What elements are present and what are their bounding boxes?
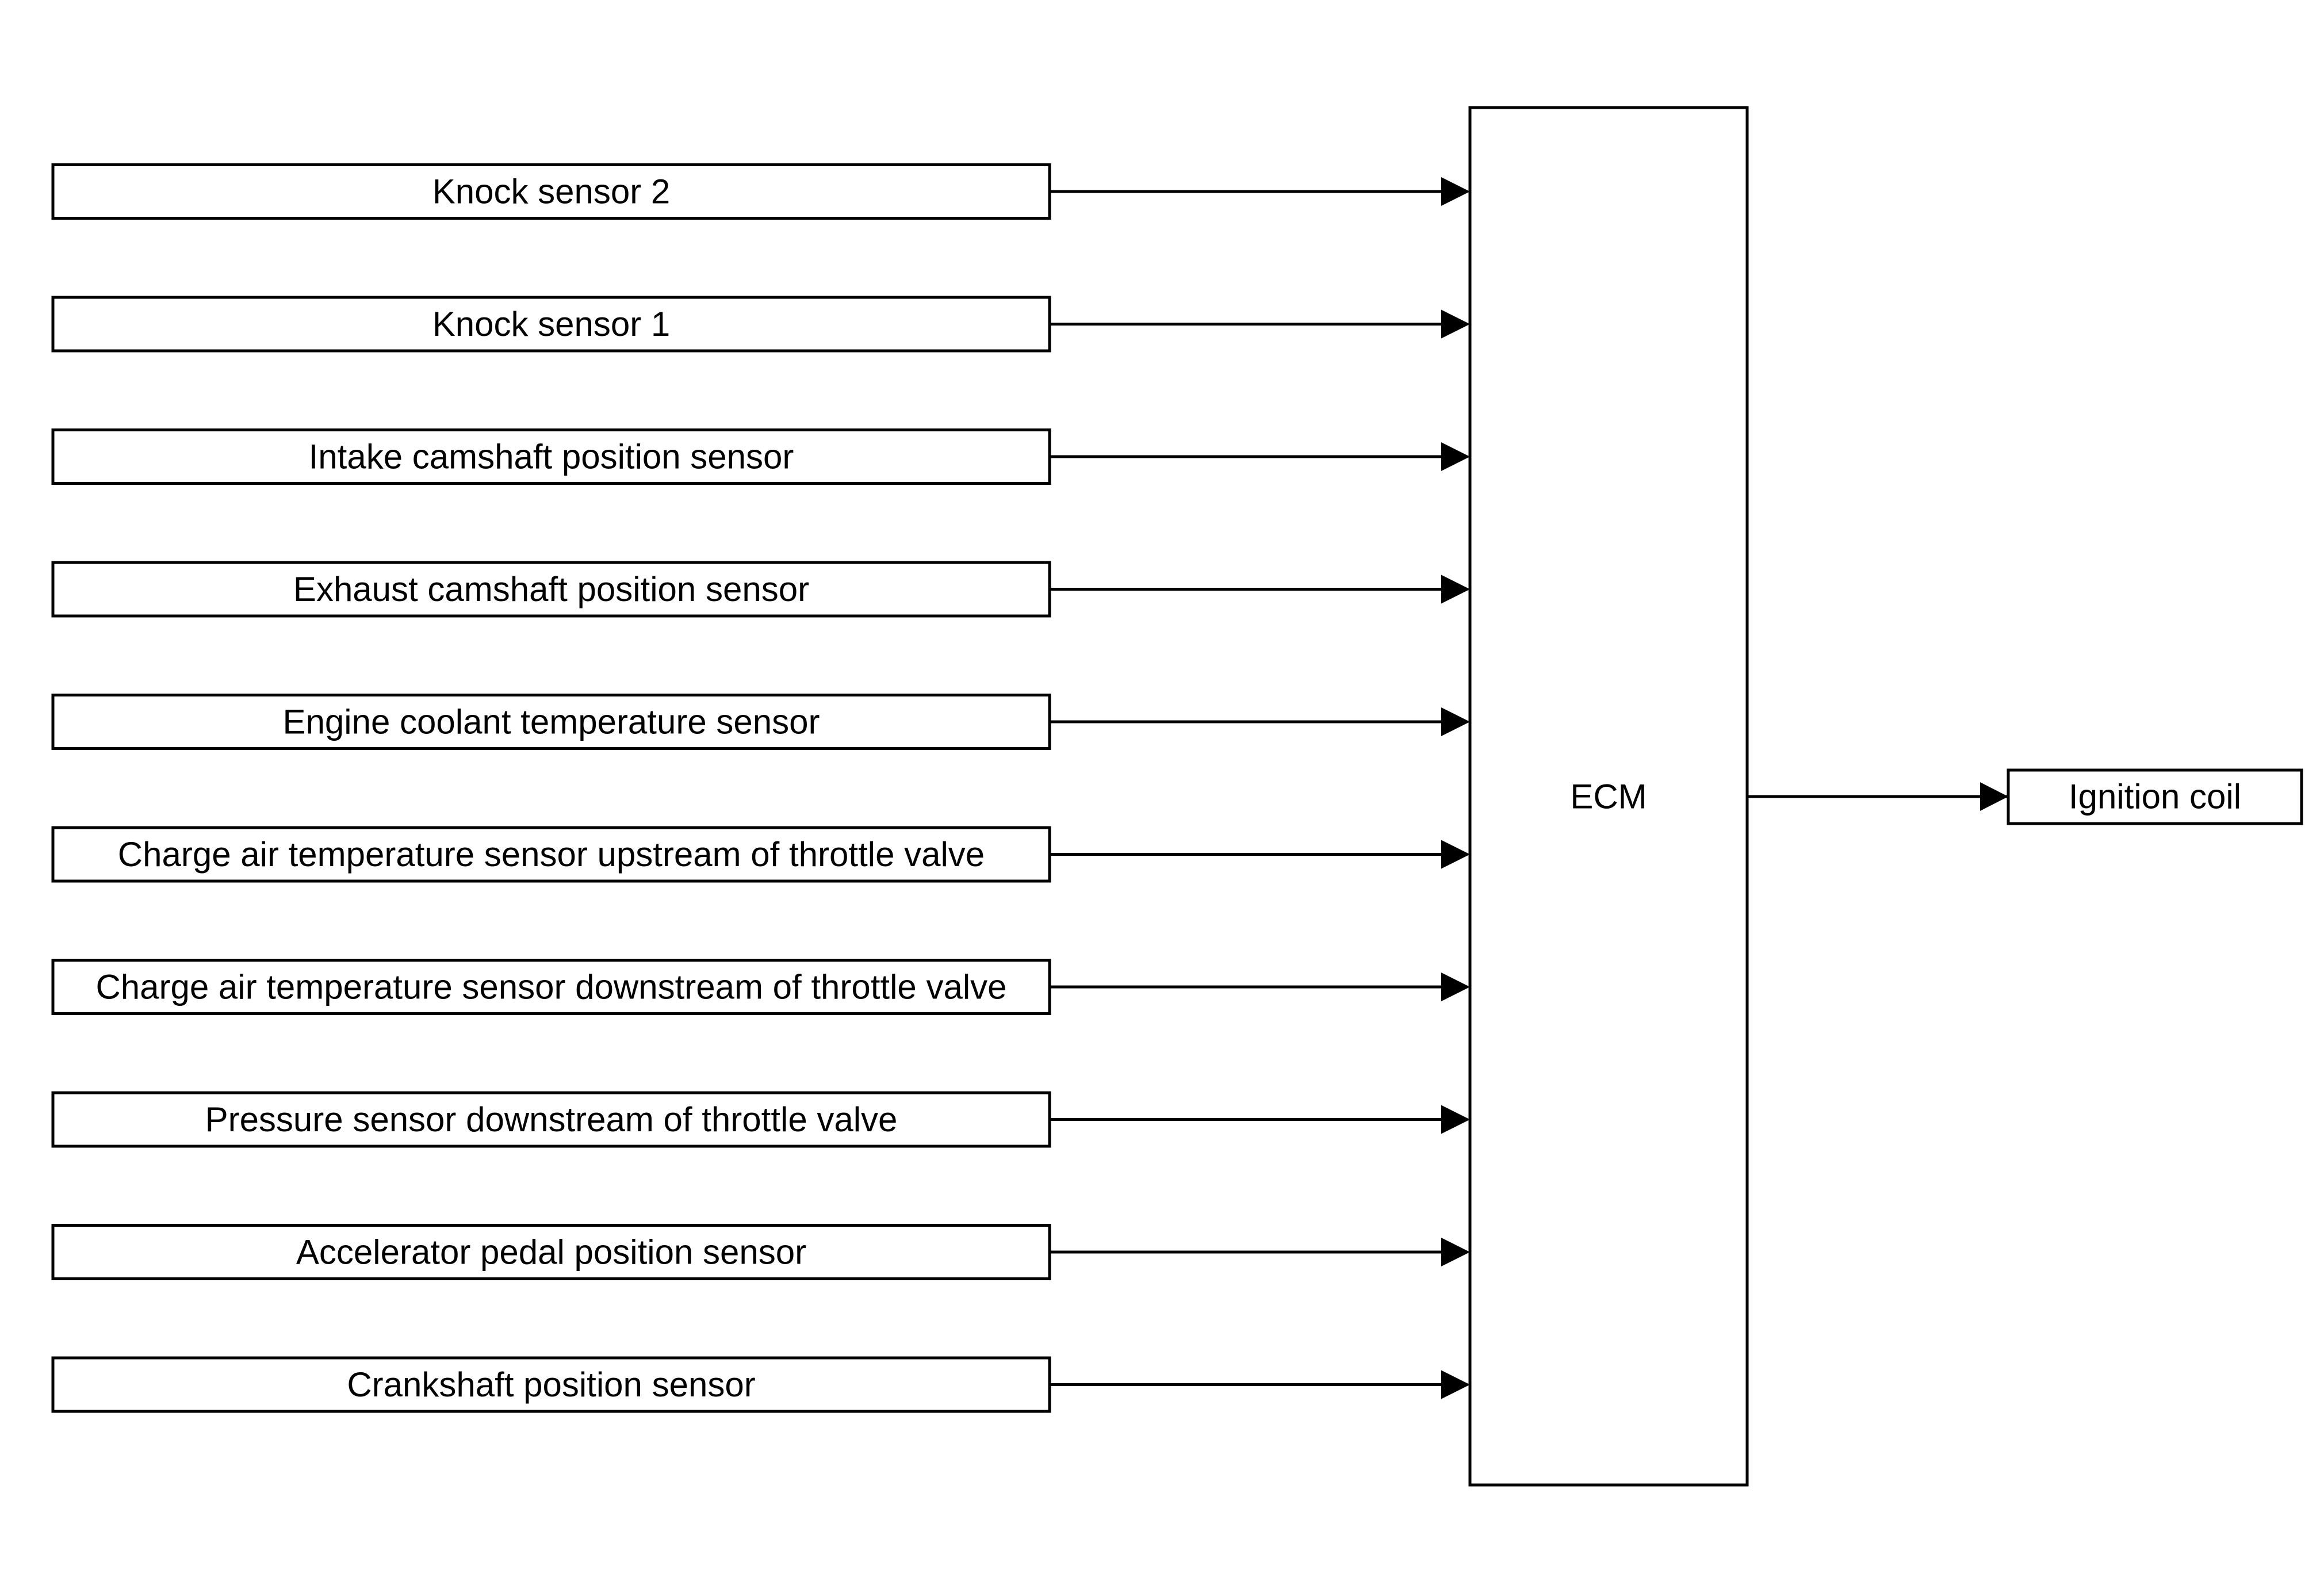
input-sensors-group: Knock sensor 2 Knock sensor 1 Intake camsh…: [51, 163, 1470, 1413]
ecm-to-ignition-coil-arrowhead: [1980, 782, 2008, 811]
input-to-ecm-arrowhead: [1441, 1238, 1470, 1266]
ecm-label: ECM: [1570, 778, 1647, 816]
input-sensor-label: Exhaust camshaft position sensor: [293, 570, 809, 608]
input-sensor-row: Intake camshaft position sensor: [51, 428, 1470, 485]
input-sensor-label: Intake camshaft position sensor: [309, 438, 794, 476]
input-sensor-label: Pressure sensor downstream of throttle v…: [205, 1100, 898, 1139]
input-sensor-box: [51, 561, 1051, 618]
ecm-box: [1468, 106, 1749, 1487]
input-sensor-box: [51, 428, 1051, 485]
ignition-coil-box: [2007, 768, 2303, 825]
input-to-ecm-arrowhead: [1441, 1370, 1470, 1399]
input-sensor-label: Accelerator pedal position sensor: [296, 1233, 806, 1272]
input-sensor-row: Charge air temperature sensor upstream o…: [51, 826, 1470, 883]
input-to-ecm-arrowhead: [1441, 309, 1470, 339]
input-sensor-label: Knock sensor 1: [432, 305, 671, 343]
input-sensor-row: Engine coolant temperature sensor: [51, 694, 1470, 750]
input-sensor-box: [51, 1356, 1051, 1413]
ignition-coil-label: Ignition coil: [2069, 778, 2241, 816]
input-sensor-box: [51, 296, 1051, 353]
input-sensor-row: Pressure sensor downstream of throttle v…: [51, 1091, 1470, 1148]
input-sensor-row: Crankshaft position sensor: [51, 1356, 1470, 1413]
input-sensor-label: Charge air temperature sensor downstream…: [95, 968, 1006, 1006]
output-group: Ignition coil: [1747, 768, 2303, 825]
input-to-ecm-arrowhead: [1441, 442, 1470, 471]
input-sensor-label: Knock sensor 2: [432, 173, 671, 211]
input-sensor-row: Knock sensor 2: [51, 163, 1470, 220]
input-sensor-box: [51, 163, 1051, 220]
input-to-ecm-arrowhead: [1441, 575, 1470, 604]
input-sensor-label: Engine coolant temperature sensor: [283, 703, 820, 741]
input-sensor-label: Crankshaft position sensor: [347, 1365, 755, 1404]
input-sensor-row: Knock sensor 1: [51, 296, 1470, 353]
input-sensor-box: [51, 959, 1051, 1015]
ecm-block: ECM: [1468, 106, 1749, 1487]
input-sensor-row: Accelerator pedal position sensor: [51, 1224, 1470, 1280]
input-sensor-row: Exhaust camshaft position sensor: [51, 561, 1470, 618]
input-to-ecm-arrowhead: [1441, 840, 1470, 869]
input-to-ecm-arrowhead: [1441, 177, 1470, 206]
input-to-ecm-arrowhead: [1441, 973, 1470, 1001]
input-sensor-box: [51, 1224, 1051, 1280]
input-to-ecm-arrowhead: [1441, 1105, 1470, 1134]
input-sensor-row: Charge air temperature sensor downstream…: [51, 959, 1470, 1015]
input-sensor-label: Charge air temperature sensor upstream o…: [118, 835, 985, 874]
input-to-ecm-arrowhead: [1441, 707, 1470, 736]
